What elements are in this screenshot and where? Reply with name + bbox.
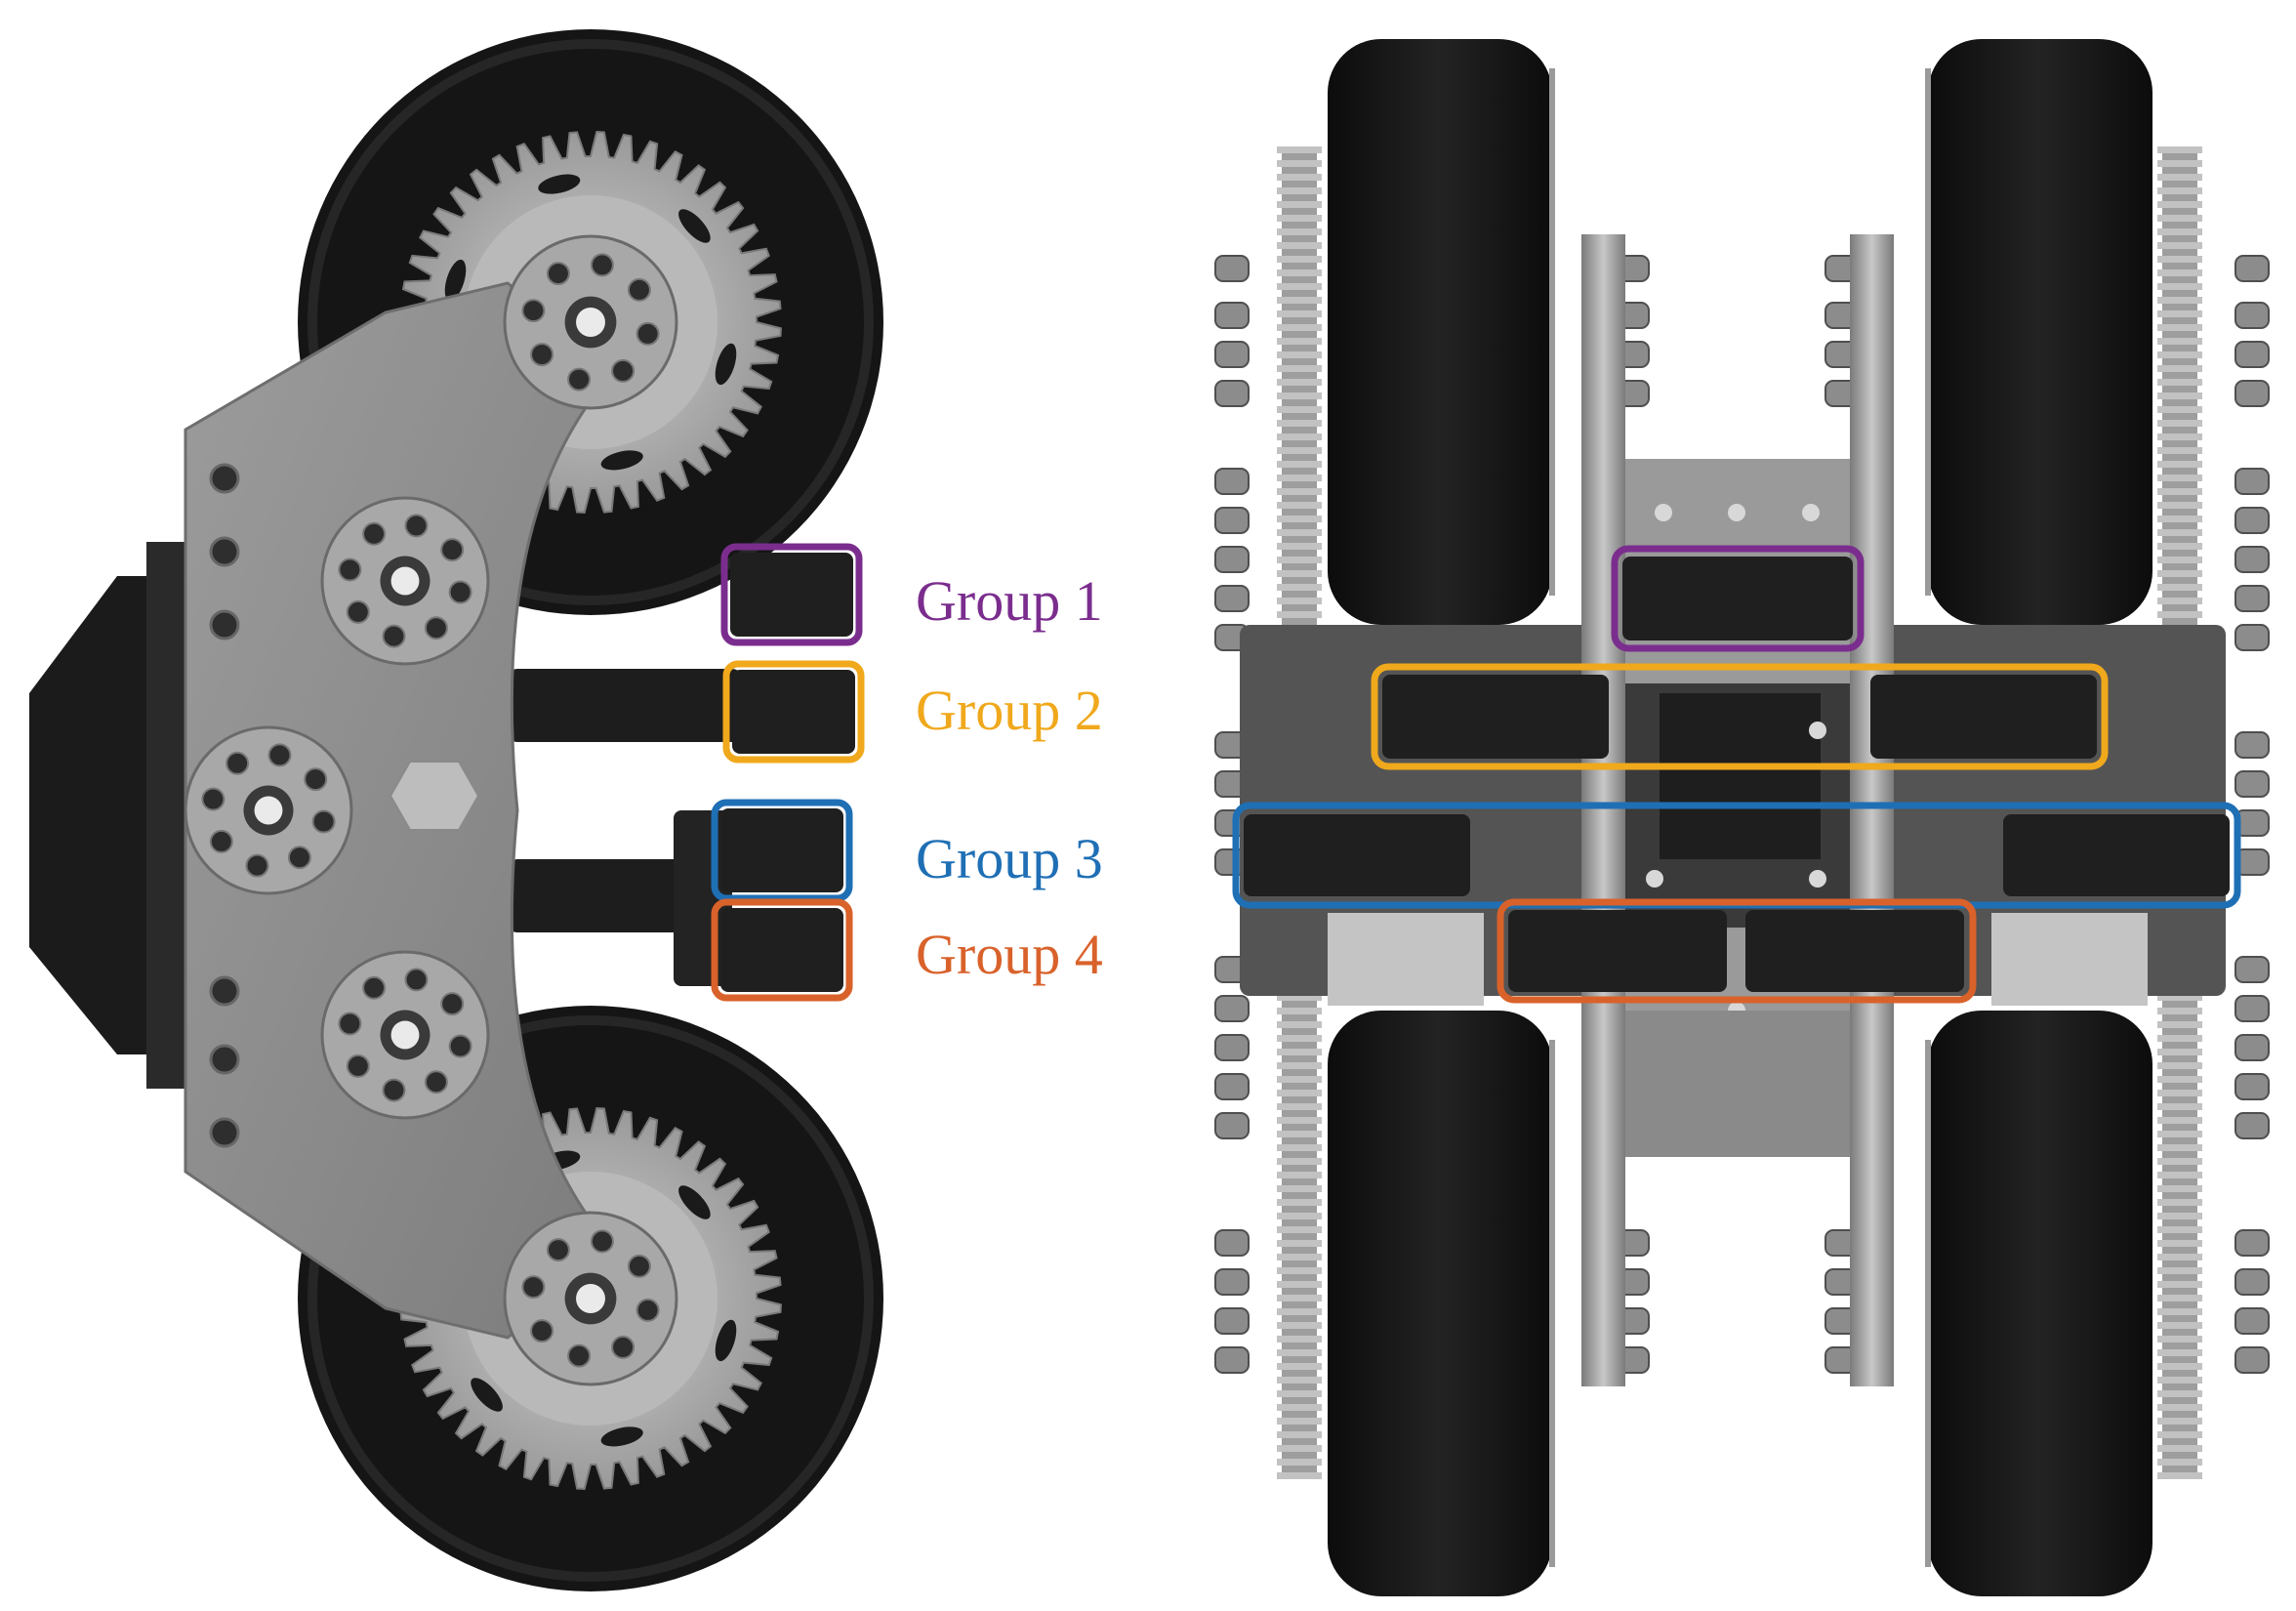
group-1-label: Group 1 [916,569,1103,633]
group-2-outline-top [1371,663,2109,770]
group-2-label: Group 2 [916,679,1103,742]
side-arm-upper [508,669,742,742]
top-battery-g4-left [1508,910,1727,992]
group-4-label: Group 4 [916,923,1103,986]
side-arm-lower [508,859,683,932]
top-battery-g4-right [1745,910,1964,992]
side-battery-4 [720,908,843,992]
top-battery-g3-left [1244,814,1470,896]
side-bottom-hub [503,1211,678,1386]
group-4-outline-side [711,898,853,1002]
top-bolts-far-left [1214,255,1250,1374]
top-tire-front-left [1328,39,1552,625]
side-upper-hub [320,496,490,666]
side-top-hub [503,234,678,410]
group-3-label: Group 3 [916,827,1103,890]
top-battery-g3-right [2003,814,2230,896]
top-battery-g2-left [1382,675,1609,759]
top-tire-rear-right [1928,1011,2152,1596]
top-tire-front-right [1928,39,2152,625]
side-lower-hub [320,950,490,1120]
top-tire-rear-left [1328,1011,1552,1596]
top-battery-g2-right [1870,675,2097,759]
side-hex-nut [389,761,480,831]
group-4-outline-top [1496,898,1977,1004]
side-battery-3 [720,808,843,892]
top-bolts-far-right [2234,255,2270,1374]
group-1-outline-top [1611,545,1865,652]
group-2-outline-side [722,660,865,764]
side-battery-1 [730,553,853,637]
top-battery-g1 [1622,557,1853,640]
side-center-hub [184,725,353,895]
side-battery-2 [732,670,855,754]
side-view [29,29,883,1591]
battery-boxes [720,553,2230,992]
group-3-outline-side [711,799,853,902]
group-1-outline-side [720,543,863,646]
side-plate-bolts [209,463,240,1148]
